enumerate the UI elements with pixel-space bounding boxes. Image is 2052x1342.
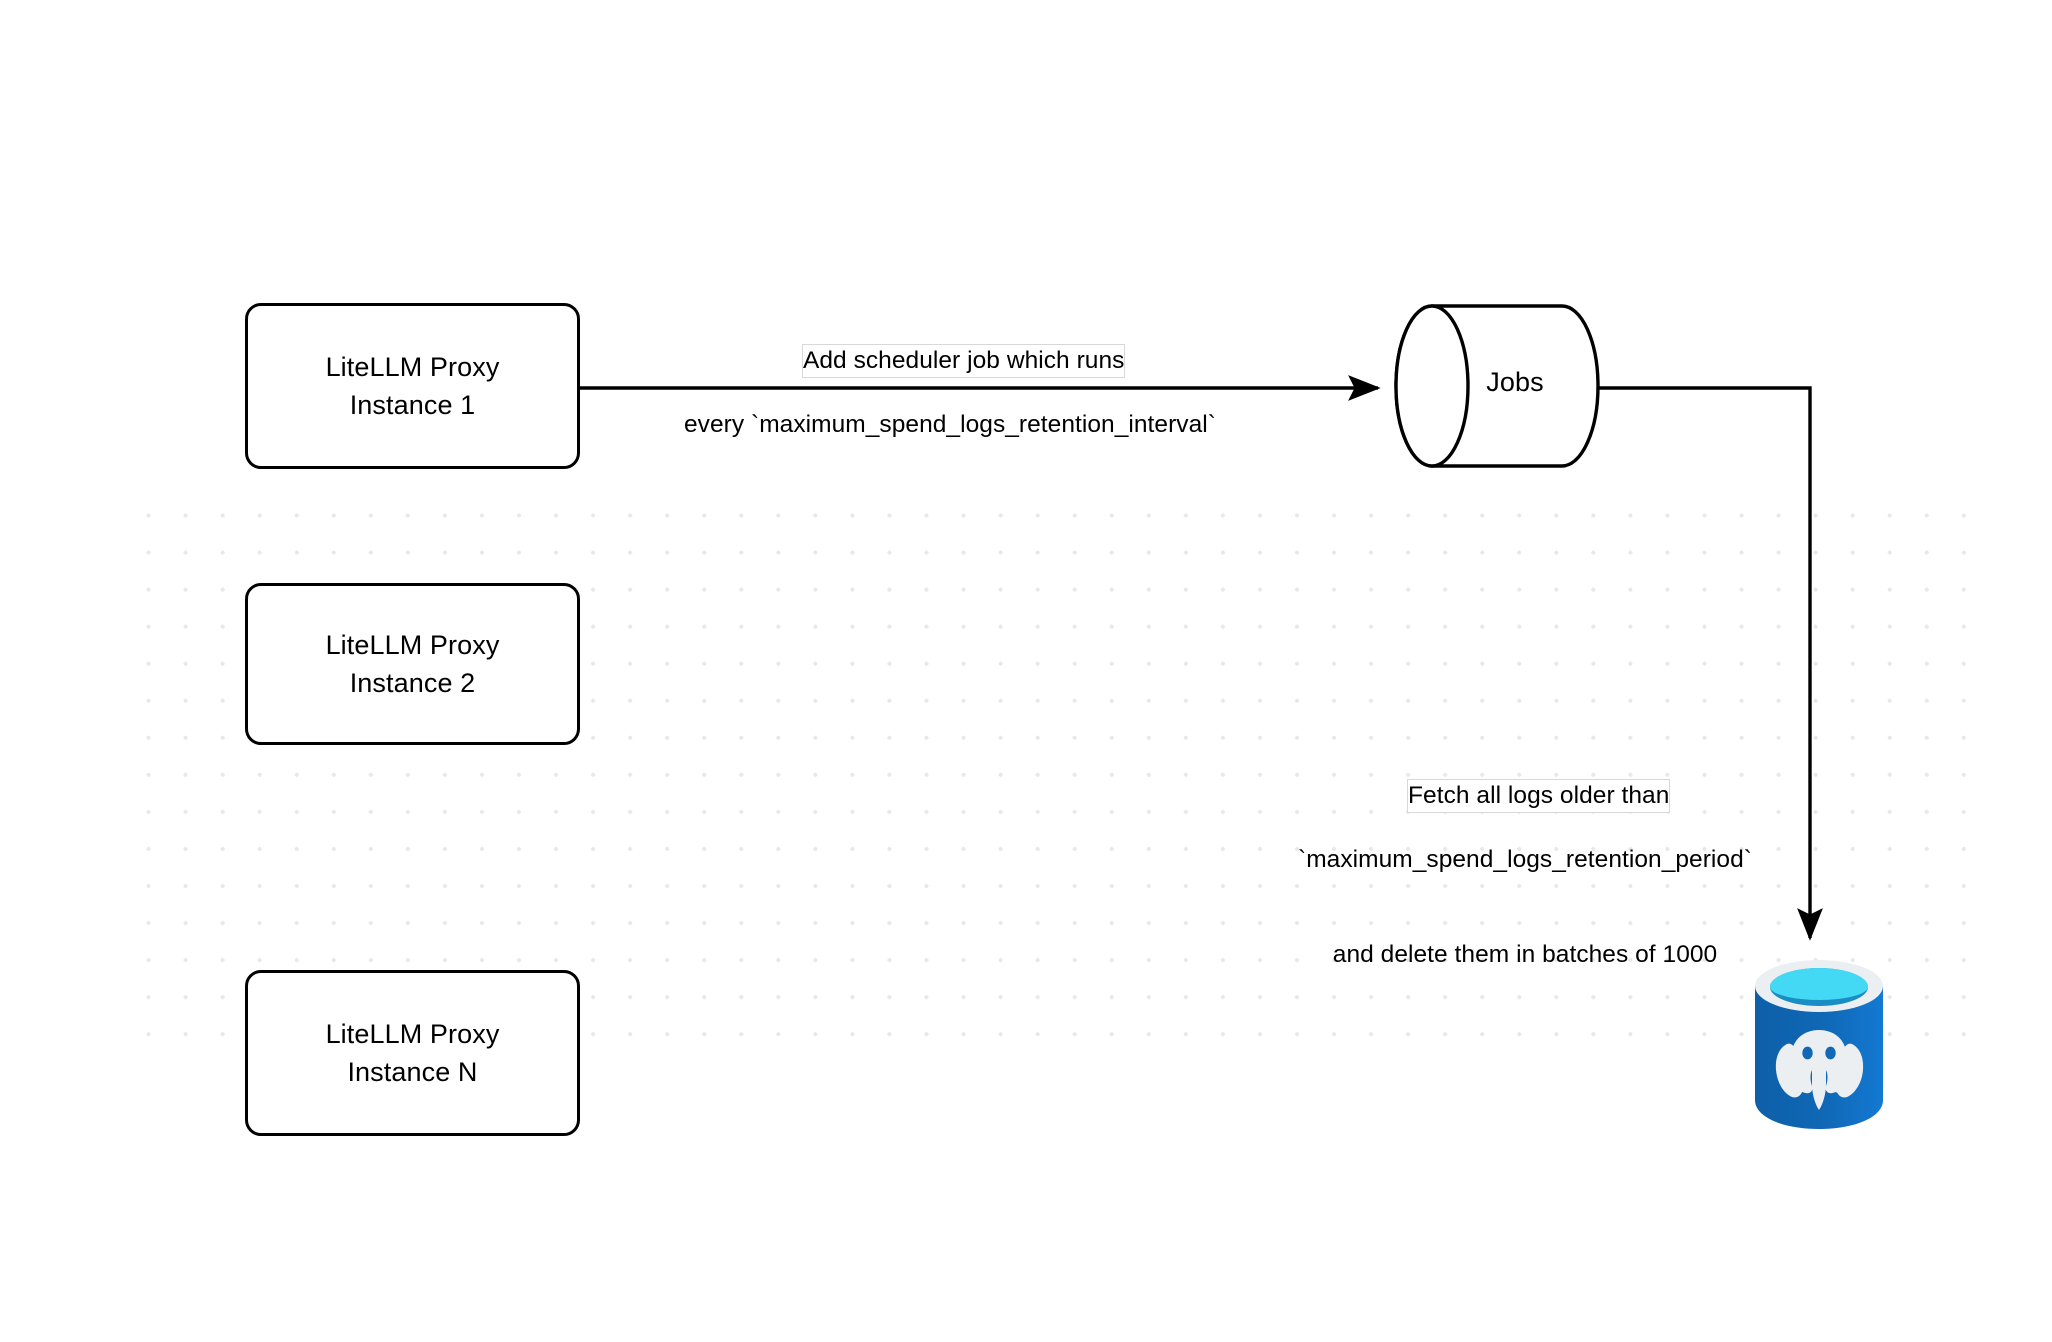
postgresql-elephant-icon: [1755, 960, 1883, 1129]
edge-label-line-1: Fetch all logs older than: [1408, 779, 1670, 812]
edge-label-line-2: `maximum_spend_logs_retention_period`: [1298, 845, 1752, 873]
edge-fetch-delete: [1598, 386, 1823, 941]
node-litellm-proxy-instance-2[interactable]: LiteLLM Proxy Instance 2: [245, 583, 580, 745]
jobs-cylinder: [1394, 304, 1600, 468]
edge-label-line-1: Add scheduler job which runs: [802, 344, 1125, 377]
node-label-line-2: Instance 2: [349, 668, 476, 698]
node-label-line-1: LiteLLM Proxy: [325, 1018, 500, 1049]
edge-label-fetch-delete: Fetch all logs older than `maximum_spend…: [1235, 748, 1815, 1035]
edge-label-scheduler: Add scheduler job which runs every `maxi…: [600, 313, 1300, 504]
edge-label-line-3: and delete them in batches of 1000: [1332, 941, 1718, 969]
node-label-line-2: Instance N: [347, 1057, 478, 1087]
node-label-line-2: Instance 1: [349, 390, 476, 420]
node-label-jobs: Jobs: [1486, 367, 1544, 397]
edge-label-line-2: every `maximum_spend_logs_retention_inte…: [684, 410, 1216, 438]
node-postgres-database[interactable]: [1749, 952, 1889, 1134]
node-litellm-proxy-instance-1[interactable]: LiteLLM Proxy Instance 1: [245, 303, 580, 469]
node-litellm-proxy-instance-n[interactable]: LiteLLM Proxy Instance N: [245, 970, 580, 1136]
node-label-line-1: LiteLLM Proxy: [325, 351, 500, 382]
node-label-line-1: LiteLLM Proxy: [325, 629, 500, 660]
